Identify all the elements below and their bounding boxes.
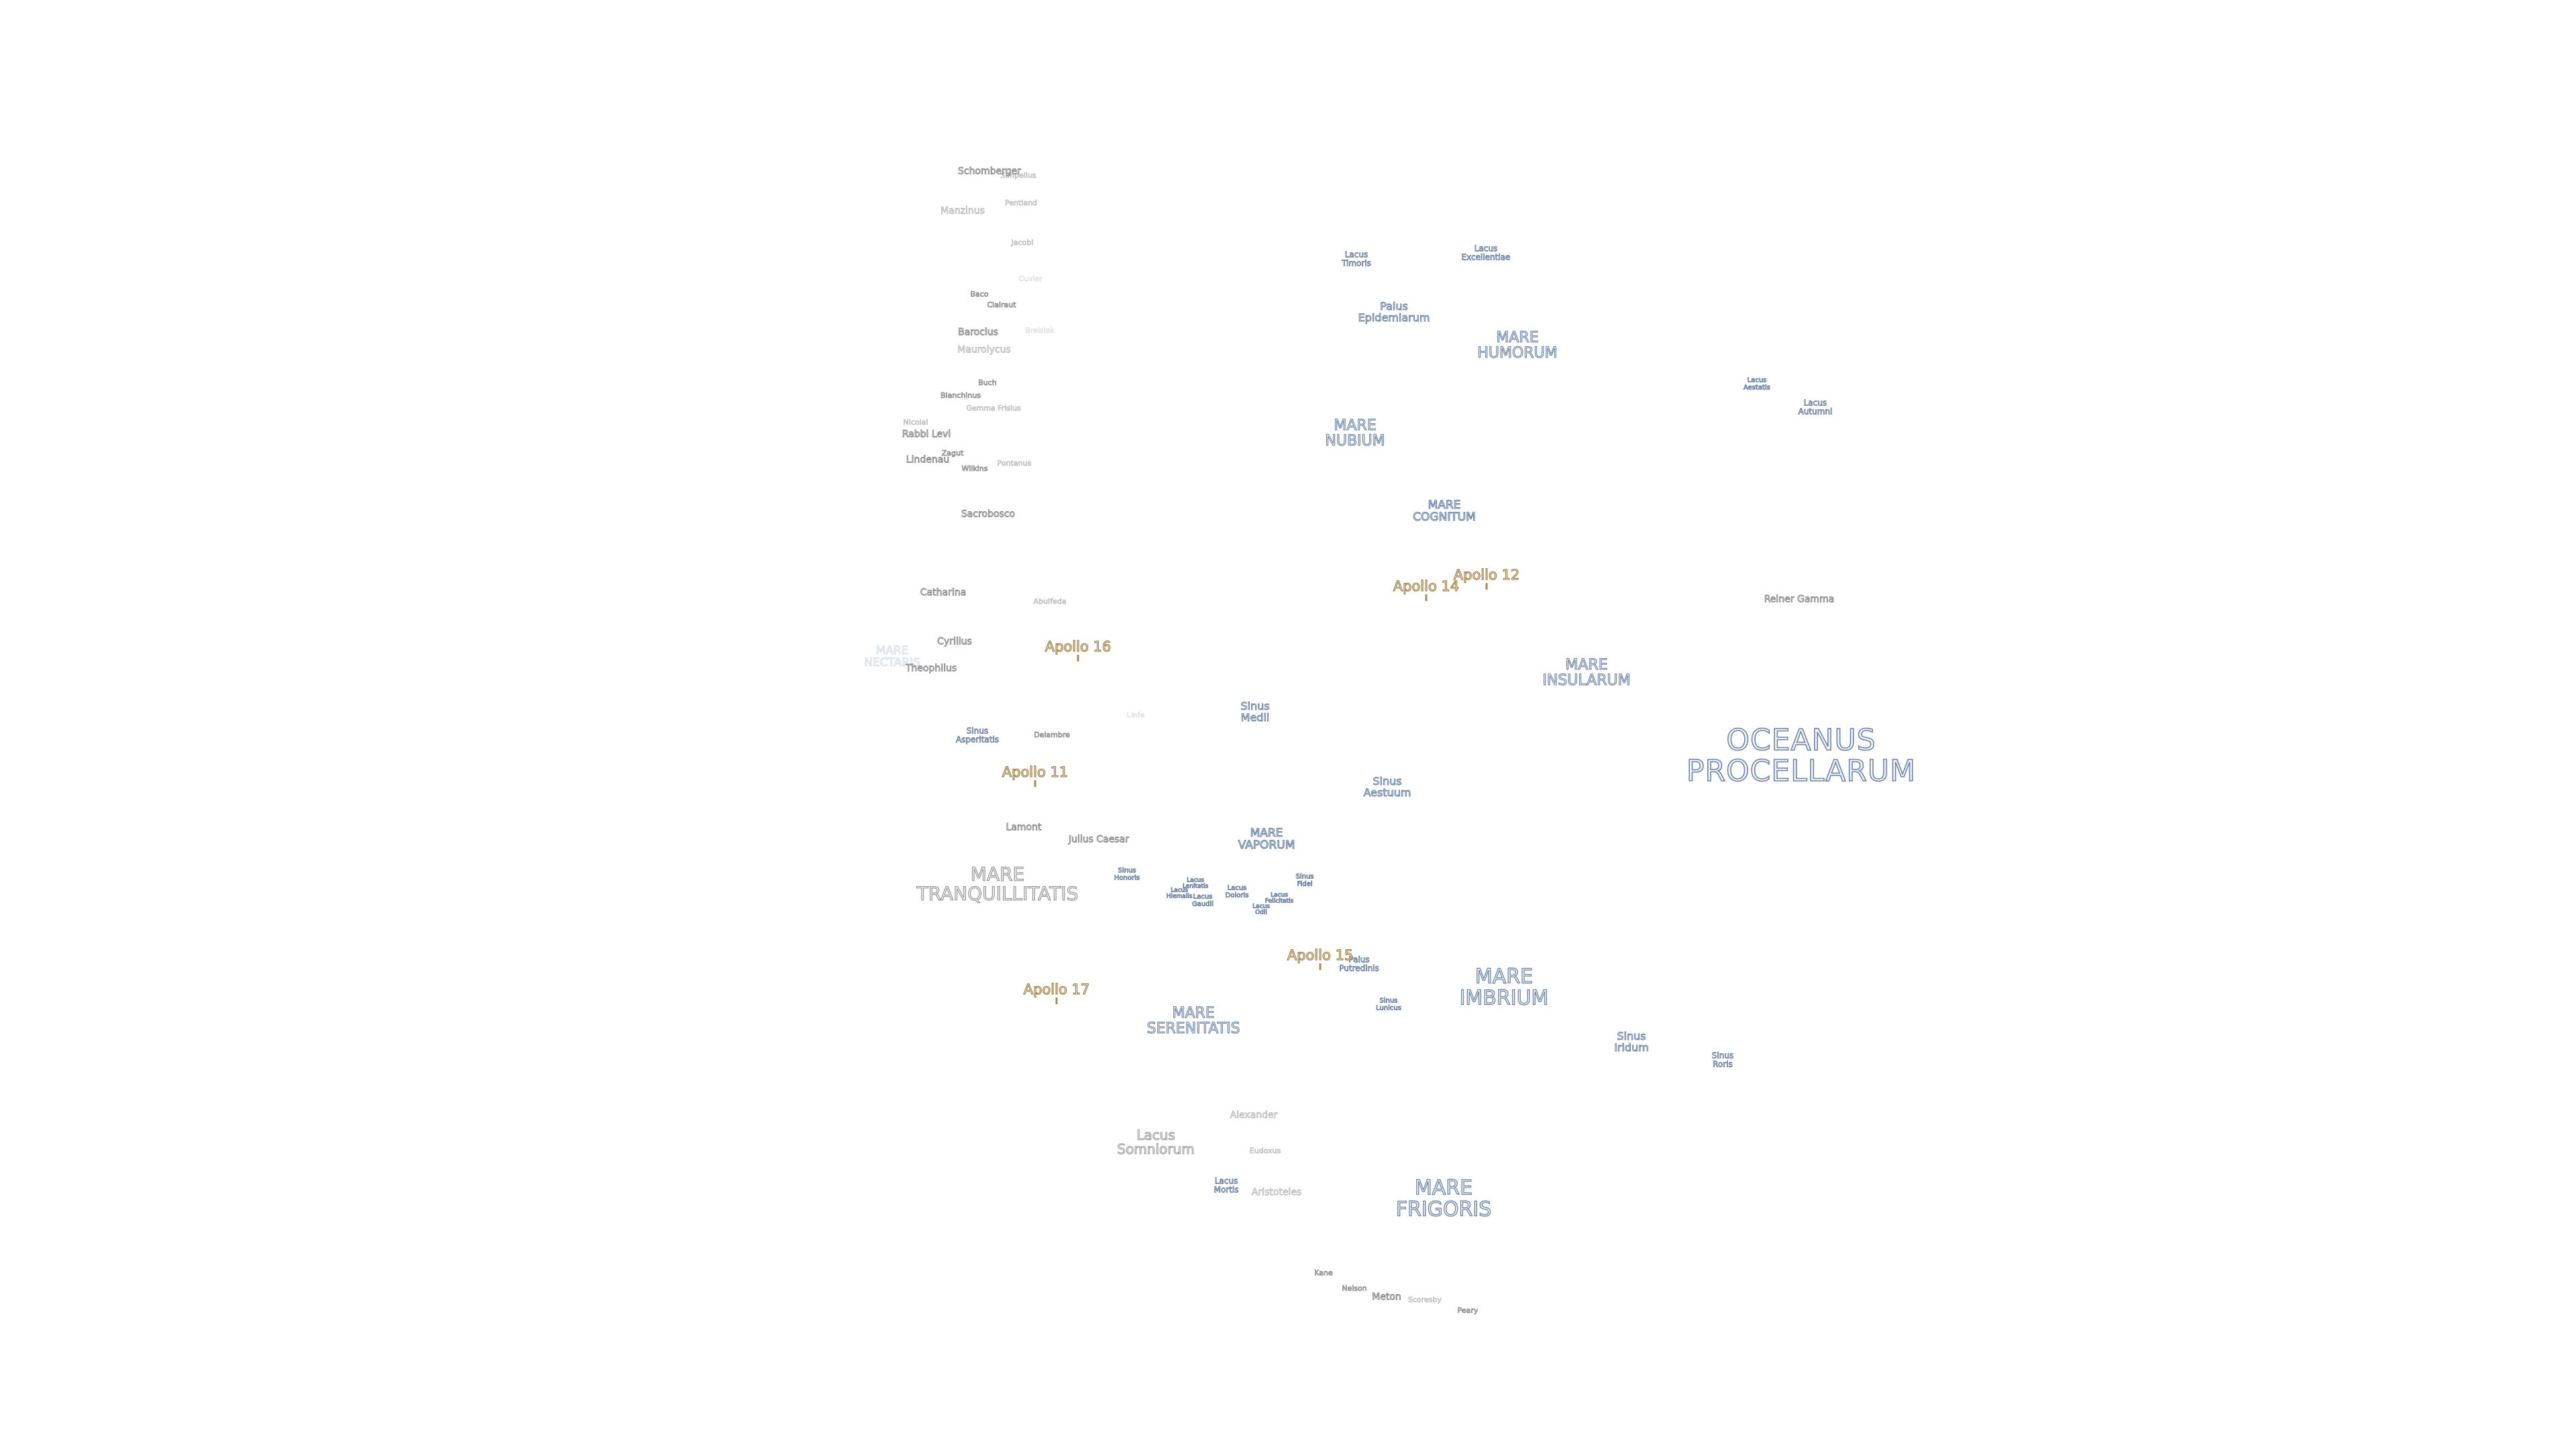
label-gemma-frisius: Gemma Frisius	[966, 404, 1021, 413]
label-lindenau: Lindenau	[906, 454, 950, 466]
label-cuvier: Cuvier	[1018, 274, 1042, 284]
label-cyrillus: Cyrillus	[937, 636, 973, 647]
label-reiner-gamma: Reiner Gamma	[1764, 594, 1835, 605]
label-maurolycus: Maurolycus	[957, 344, 1011, 356]
label-peary: Peary	[1457, 1306, 1479, 1316]
label-abulfeda: Abulfeda	[1033, 597, 1067, 606]
label-julius-caesar: Julius Caesar	[1069, 834, 1130, 845]
label-manzinus: Manzinus	[941, 205, 985, 217]
label-theophilus: Theophilus	[905, 663, 957, 674]
apollo-12-pin-icon	[1485, 583, 1488, 590]
label-catharina: Catharina	[920, 587, 967, 598]
label-zagut: Zagut	[941, 449, 964, 458]
label-clairaut: Clairaut	[987, 301, 1016, 310]
label-buch: Buch	[978, 378, 997, 388]
label-apollo-11: Apollo 11	[1002, 763, 1069, 780]
label-alexander: Alexander	[1230, 1110, 1278, 1121]
label-eudoxus: Eudoxus	[1249, 1146, 1281, 1156]
label-apollo-15: Apollo 15	[1287, 947, 1354, 963]
label-baco: Baco	[970, 290, 989, 299]
label-blanchinus: Blanchinus	[940, 391, 981, 400]
label-lade: Lade	[1126, 710, 1145, 720]
label-simpelius: Simpelius	[1000, 171, 1036, 180]
label-barocius: Barocius	[958, 327, 999, 338]
label-nelson: Nelson	[1342, 1284, 1367, 1293]
apollo-11-pin-icon	[1034, 780, 1036, 787]
label-pentland: Pentland	[1004, 199, 1038, 208]
label-rabbi-levi: Rabbi Levi	[902, 429, 951, 440]
label-aristoteles: Aristoteles	[1251, 1187, 1302, 1198]
label-jacobi: Jacobi	[1011, 238, 1034, 248]
label-breislak: Breislak	[1025, 326, 1055, 335]
apollo-16-pin-icon	[1077, 655, 1079, 661]
label-apollo-16: Apollo 16	[1044, 638, 1112, 655]
label-lamont: Lamont	[1006, 822, 1042, 833]
label-apollo-12: Apollo 12	[1453, 566, 1520, 583]
label-nicolai: Nicolai	[903, 418, 928, 427]
label-pontanus: Pontanus	[997, 459, 1032, 468]
apollo-14-pin-icon	[1425, 594, 1428, 601]
label-apollo-14: Apollo 14	[1393, 578, 1460, 594]
label-wilkins: Wilkins	[961, 464, 988, 474]
label-sacrobosco: Sacrobosco	[961, 508, 1016, 520]
label-delambre: Delambre	[1034, 731, 1071, 740]
label-meton: Meton	[1372, 1291, 1402, 1303]
label-schomberger: Schomberger	[958, 166, 1022, 177]
apollo-17-pin-icon	[1055, 998, 1058, 1004]
apollo-15-pin-icon	[1319, 963, 1322, 970]
label-apollo-17: Apollo 17	[1023, 981, 1090, 998]
label-scoresby: Scoresby	[1407, 1295, 1442, 1305]
label-kane: Kane	[1314, 1269, 1333, 1278]
